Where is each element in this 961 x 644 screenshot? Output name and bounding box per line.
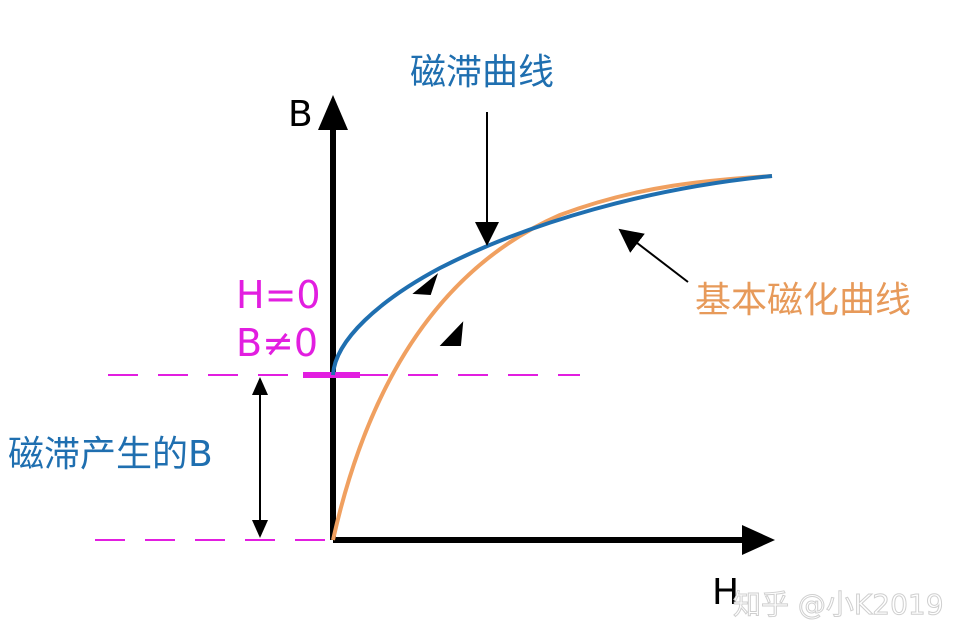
basic-direction-arrow [439, 321, 464, 346]
remanence-span-arrow-top [252, 377, 268, 395]
remanence-span-arrow-bottom [252, 520, 268, 538]
hysteresis-direction-arrow [412, 273, 439, 296]
x-axis-arrowhead [742, 525, 775, 555]
basic-curve-label: 基本磁化曲线 [695, 280, 911, 321]
y-axis-arrowhead [318, 95, 348, 130]
axis-b-label: B [288, 94, 313, 135]
axis-h-label: H [712, 572, 739, 613]
basic-magnetization-curve [331, 174, 773, 541]
basic-pointer-arrow [618, 228, 689, 283]
watermark: 知乎 @小K2019 [733, 588, 944, 621]
hysteresis-curve [331, 174, 773, 376]
remanence-label: 磁滞产生的B [8, 434, 213, 475]
hysteresis-curve-label: 磁滞曲线 [410, 52, 554, 93]
condition-h-label: H=0 [236, 273, 321, 317]
condition-b-label: B≠0 [236, 321, 318, 365]
